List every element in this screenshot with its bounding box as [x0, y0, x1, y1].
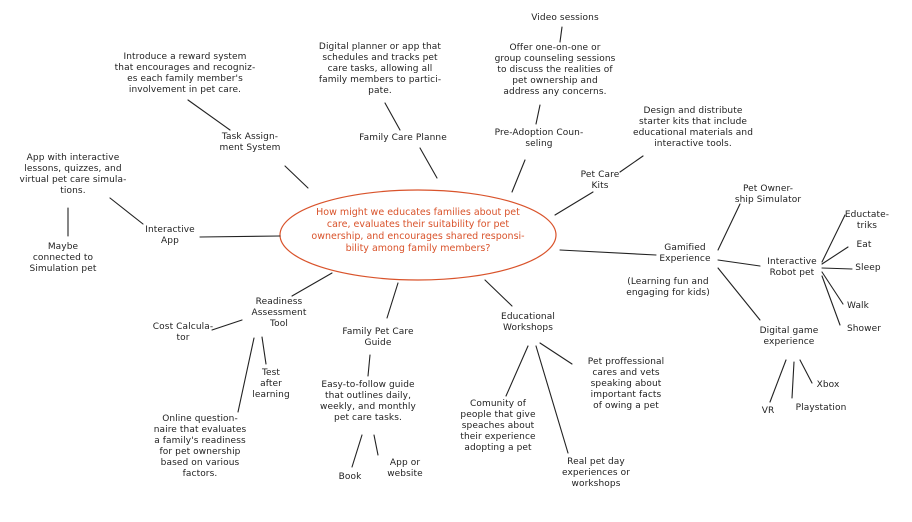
- guide-description: Easy-to-follow guide that outlines daily…: [320, 380, 416, 423]
- xbox-leaf: Xbox: [816, 380, 840, 390]
- edge-kits-center: [554, 191, 594, 216]
- test-after-learning-leaf: Test after learning: [252, 368, 290, 400]
- educational-workshops-node: Educational Workshops: [501, 312, 555, 333]
- real-pet-day-leaf: Real pet day experiences or workshops: [561, 457, 631, 489]
- questionnaire-description: Online question- naire that evaluates a …: [153, 414, 247, 479]
- edge-robot-eat: [821, 246, 849, 265]
- edge-plannerdesc-planner: [384, 102, 401, 131]
- edge-robot-shower: [821, 275, 841, 326]
- edge-gamified-simulator: [717, 203, 741, 251]
- edge-appdesc-app: [109, 197, 144, 225]
- edge-digital-vr: [769, 359, 787, 403]
- video-sessions-label: Video sessions: [531, 13, 599, 23]
- edge-digital-xbox: [799, 359, 813, 384]
- playstation-leaf: Playstation: [795, 403, 847, 413]
- edge-readiness-test: [261, 336, 267, 365]
- edge-app-center: [199, 235, 281, 238]
- edge-robot-walk: [821, 271, 844, 305]
- counseling-description: Offer one-on-one or group counseling ses…: [494, 43, 616, 97]
- edge-center-gamified: [559, 249, 657, 256]
- sleep-leaf: Sleep: [855, 263, 881, 273]
- vr-leaf: VR: [761, 406, 775, 416]
- community-description: Comunity of people that give speaches ab…: [460, 399, 536, 453]
- edutainment-tricks-leaf: Eductate- triks: [844, 210, 890, 231]
- pet-care-kits-node: Pet Care Kits: [580, 170, 620, 191]
- edge-gamified-robot: [717, 259, 761, 267]
- app-or-website-leaf: App or website: [387, 458, 423, 479]
- edge-center-readiness: [291, 272, 333, 297]
- gamified-experience-node: Gamified Experience: [659, 243, 711, 264]
- app-description: App with interactive lessons, quizzes, a…: [19, 153, 127, 196]
- walk-leaf: Walk: [847, 301, 869, 311]
- digital-game-node: Digital game experience: [759, 326, 819, 347]
- professionals-description: Pet proffessional cares and vets speakin…: [587, 357, 665, 411]
- edge-center-guide: [386, 282, 399, 319]
- central-question: How might we educates families about pet…: [311, 207, 525, 254]
- edge-workshops-community: [505, 345, 529, 397]
- eat-leaf: Eat: [856, 240, 872, 250]
- task-assignment-node: Task Assign- ment System: [219, 132, 281, 153]
- interactive-robot-pet-node: Interactive Robot pet: [767, 257, 817, 278]
- edge-video-counseling: [559, 26, 563, 43]
- edge-guide-desc: [367, 354, 371, 377]
- shower-leaf: Shower: [846, 324, 882, 334]
- edge-guidedesc-book: [351, 434, 363, 468]
- gamified-note: (Learning fun and engaging for kids): [626, 277, 710, 298]
- edge-preadoption-center: [511, 159, 526, 193]
- simulation-pet-note: Maybe connected to Simulation pet: [29, 242, 97, 274]
- reward-description: Introduce a reward system that encourage…: [114, 52, 256, 95]
- edge-gamified-digital: [717, 267, 761, 321]
- edge-digital-playstation: [791, 361, 795, 399]
- family-care-planner-node: Family Care Planne: [359, 133, 447, 143]
- starter-kits-description: Design and distribute starter kits that …: [632, 106, 754, 149]
- edge-center-workshops: [484, 279, 513, 307]
- interactive-app-node: Interactive App: [145, 225, 195, 246]
- edge-robot-tricks: [821, 214, 846, 263]
- book-leaf: Book: [338, 472, 362, 482]
- family-pet-care-guide-node: Family Pet Care Guide: [342, 327, 414, 348]
- pet-ownership-simulator-node: Pet Owner- ship Simulator: [734, 184, 802, 205]
- edge-kitsdesc-kits: [619, 155, 644, 173]
- readiness-assessment-node: Readiness Assessment Tool: [251, 297, 307, 329]
- central-ellipse: [279, 189, 557, 281]
- edge-guidedesc-app: [373, 434, 379, 456]
- pre-adoption-counseling-node: Pre-Adoption Coun- seling: [494, 128, 584, 149]
- edge-readiness-questionnaire: [237, 337, 255, 413]
- edge-workshops-professionals: [539, 342, 573, 365]
- edge-task-center: [284, 165, 309, 189]
- edge-counseling-preadoption: [535, 104, 541, 125]
- edge-robot-sleep: [821, 267, 853, 270]
- edge-planner-center: [419, 147, 438, 179]
- edge-workshops-realpet: [535, 345, 569, 454]
- cost-calculator-leaf: Cost Calcula- tor: [152, 322, 214, 343]
- edge-readiness-cost: [211, 319, 243, 331]
- edge-rewarddesc-task: [187, 99, 231, 131]
- planner-description: Digital planner or app that schedules an…: [318, 42, 442, 96]
